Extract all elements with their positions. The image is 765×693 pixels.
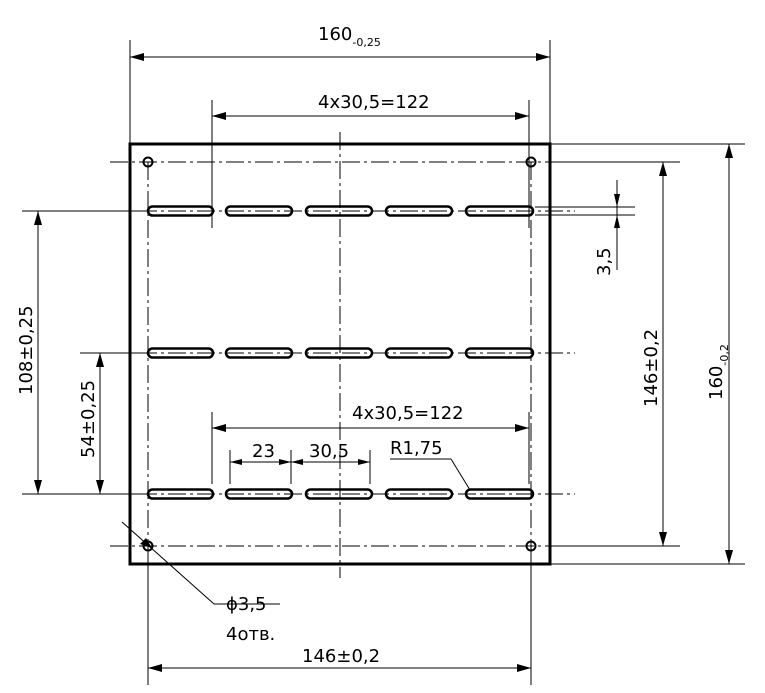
mounting-hole — [142, 156, 154, 168]
dim-hole-span-h: 146±0,2 — [302, 646, 380, 667]
dim-slot-length: 23 — [252, 441, 275, 462]
mounting-hole — [525, 156, 537, 168]
dim-slot-width: 3,5 — [594, 247, 615, 276]
slot — [464, 347, 535, 359]
center-lines — [110, 132, 680, 578]
dim-overall-width: 160-0,25 — [318, 24, 381, 49]
dim-slot-step: 30,5 — [309, 441, 349, 462]
slot-group — [146, 205, 535, 500]
dim-slot-radius: R1,75 — [390, 438, 443, 459]
dim-row-half: 54±0,25 — [78, 380, 99, 458]
dim-inner-pitch: 4x30,5=122 — [352, 403, 464, 424]
dim-overall-height: 160-0,2 — [706, 344, 731, 400]
dim-hole-span-v: 146±0,2 — [641, 329, 662, 407]
arrowheads — [34, 53, 733, 672]
slot — [304, 488, 374, 500]
dimension-lines — [22, 40, 745, 685]
slot — [304, 347, 374, 359]
dim-row-span: 108±0,25 — [16, 305, 37, 395]
slot — [384, 488, 454, 500]
slot — [224, 488, 294, 500]
dim-hole-diameter: ϕ3,5 — [226, 594, 267, 615]
slot — [464, 488, 535, 500]
dim-hole-count: 4отв. — [226, 624, 275, 645]
slot — [384, 205, 454, 217]
slot — [384, 347, 454, 359]
slot — [224, 205, 294, 217]
slot — [304, 205, 374, 217]
slot — [224, 347, 294, 359]
slot — [464, 205, 535, 217]
dim-top-pitch: 4x30,5=122 — [318, 92, 430, 113]
